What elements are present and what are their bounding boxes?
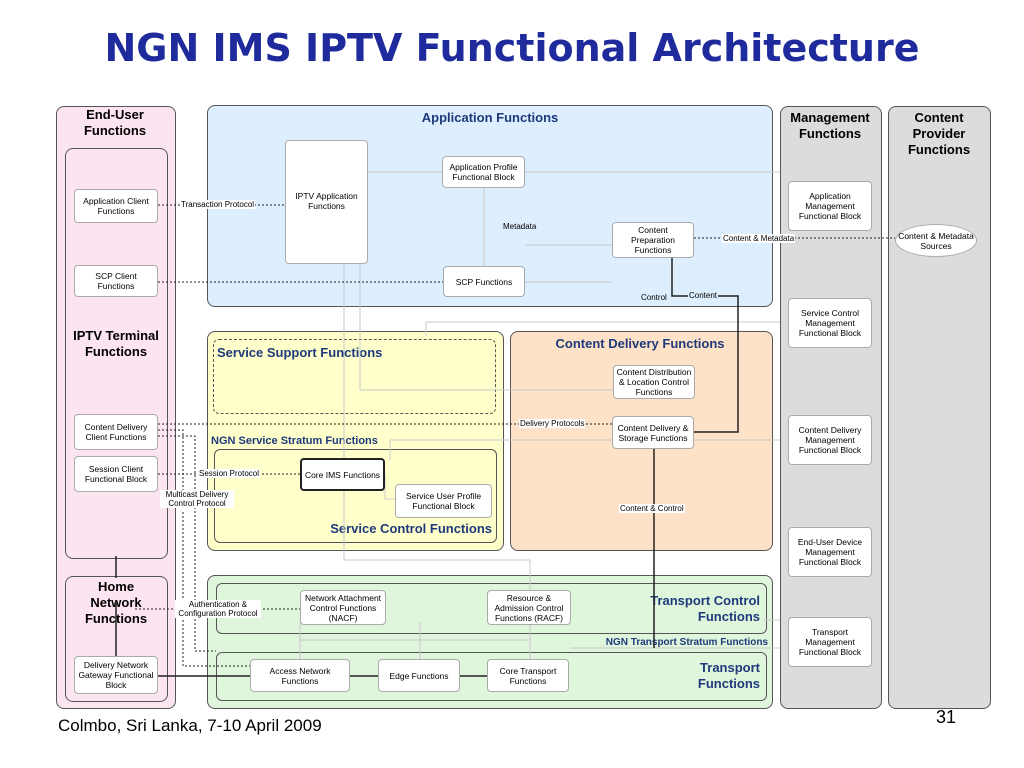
- service-user-profile-box[interactable]: Service User Profile Functional Block: [395, 484, 492, 518]
- content-preparation-box[interactable]: Content Preparation Functions: [612, 222, 694, 258]
- iptv-terminal-title: IPTV Terminal Functions: [73, 328, 159, 359]
- transport-title: Transport Functions: [697, 660, 760, 691]
- service-support-title: Service Support Functions: [217, 345, 383, 360]
- auth-config-label: Authentication & Configuration Protocol: [175, 600, 261, 618]
- transport-management-box[interactable]: Transport Management Functional Block: [788, 617, 872, 667]
- application-client-box[interactable]: Application Client Functions: [74, 189, 158, 223]
- page-title: NGN IMS IPTV Functional Architecture: [104, 26, 920, 70]
- iptv-application-box[interactable]: IPTV Application Functions: [285, 140, 368, 264]
- multicast-delivery-label: Multicast Delivery Control Protocol: [160, 490, 234, 508]
- content-metadata-label: Content & Metadata: [722, 234, 796, 243]
- delivery-protocols-label: Delivery Protocols: [519, 419, 586, 428]
- ngn-transport-stratum-title: NGN Transport Stratum Functions: [605, 637, 768, 648]
- content-delivery-client-box[interactable]: Content Delivery Client Functions: [74, 414, 158, 450]
- session-protocol-label: Session Protocol: [198, 469, 261, 478]
- service-control-title: Service Control Functions: [330, 521, 492, 536]
- nacf-box[interactable]: Network Attachment Control Functions (NA…: [300, 590, 386, 625]
- page-number: 31: [936, 707, 957, 727]
- session-client-box[interactable]: Session Client Functional Block: [74, 456, 158, 492]
- scp-client-box[interactable]: SCP Client Functions: [74, 265, 158, 297]
- end-user-title: End-User Functions: [83, 107, 147, 138]
- content-distribution-box[interactable]: Content Distribution & Location Control …: [613, 365, 695, 399]
- footer-location: Colmbo, Sri Lanka, 7-10 April 2009: [58, 716, 322, 735]
- management-title: Management Functions: [790, 110, 870, 141]
- core-transport-box[interactable]: Core Transport Functions: [487, 659, 569, 692]
- content-provider-panel: [888, 106, 991, 709]
- scp-functions-box[interactable]: SCP Functions: [443, 266, 525, 297]
- content-label: Content: [688, 291, 719, 300]
- service-control-management-box[interactable]: Service Control Management Functional Bl…: [788, 298, 872, 348]
- content-delivery-title: Content Delivery Functions: [555, 336, 725, 351]
- content-control-label: Content & Control: [619, 504, 685, 513]
- content-provider-title: Content Provider Functions: [907, 110, 971, 157]
- delivery-network-gateway-box[interactable]: Delivery Network Gateway Functional Bloc…: [74, 656, 158, 694]
- application-profile-box[interactable]: Application Profile Functional Block: [442, 156, 525, 188]
- content-storage-box[interactable]: Content Delivery & Storage Functions: [612, 416, 694, 449]
- content-delivery-management-box[interactable]: Content Delivery Management Functional B…: [788, 415, 872, 465]
- content-metadata-sources-ellipse[interactable]: Content & Metadata Sources: [895, 224, 977, 257]
- application-management-box[interactable]: Application Management Functional Block: [788, 181, 872, 231]
- transaction-protocol-label: Transaction Protocol: [180, 200, 256, 209]
- transport-control-title: Transport Control Functions: [650, 593, 760, 624]
- core-ims-box[interactable]: Core IMS Functions: [300, 458, 385, 491]
- control-label: Control: [640, 293, 668, 302]
- application-title: Application Functions: [421, 110, 559, 125]
- racf-box[interactable]: Resource & Admission Control Functions (…: [487, 590, 571, 625]
- access-network-box[interactable]: Access Network Functions: [250, 659, 350, 692]
- edge-box[interactable]: Edge Functions: [378, 659, 460, 692]
- metadata-label: Metadata: [502, 222, 538, 231]
- end-user-device-management-box[interactable]: End-User Device Management Functional Bl…: [788, 527, 872, 577]
- service-support-panel: [213, 339, 496, 414]
- ngn-service-stratum-title: NGN Service Stratum Functions: [211, 435, 378, 447]
